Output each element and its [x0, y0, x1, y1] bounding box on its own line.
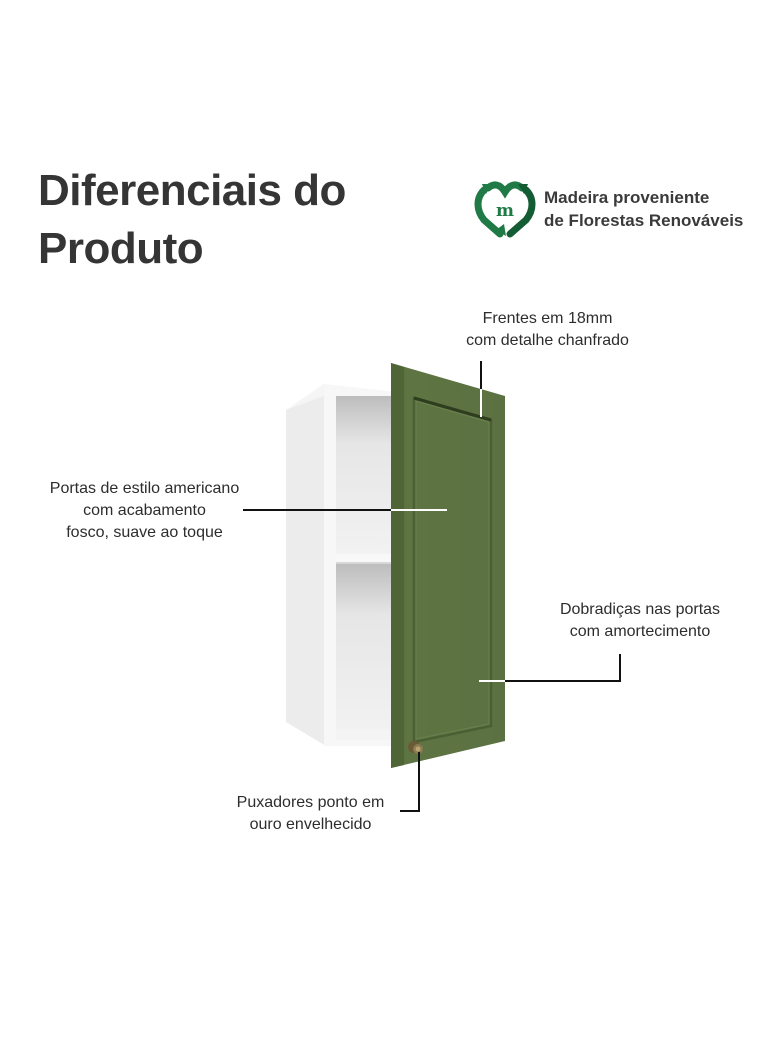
badge-text: Madeira proveniente de Florestas Renováv… [544, 186, 743, 232]
cabinet-inner-lower [336, 564, 395, 734]
callout-hinges-leader-vertical [619, 654, 621, 682]
callout-doors-leader-white [391, 509, 447, 511]
callout-doors-leader [243, 509, 391, 511]
callout-fronts: Frentes em 18mm com detalhe chanfrado [466, 310, 629, 349]
callout-handles: Puxadores ponto em ouro envelhecido [236, 794, 385, 833]
callout-fronts-leader [480, 361, 482, 389]
callout-hinges-leader [505, 680, 621, 682]
svg-text:m: m [496, 201, 514, 221]
callout-hinges: Dobradiças nas portas com amortecimento [559, 601, 721, 640]
cabinet-shelf [336, 554, 395, 564]
sustainability-badge: m Madeira proveniente de Florestas Renov… [474, 180, 743, 238]
callout-handles-leader-vertical [418, 752, 420, 812]
cabinet-side-panel [286, 384, 334, 746]
recycle-heart-m-icon: m [474, 181, 536, 238]
page-title: Diferenciais do Produto [38, 162, 346, 278]
callout-fronts-leader-white [480, 389, 482, 417]
badge-line-1: Madeira proveniente [544, 188, 710, 207]
callout-doors: Portas de estilo americano com acabament… [49, 480, 240, 541]
cabinet-door [391, 363, 505, 768]
title-line-1: Diferenciais do [38, 166, 346, 215]
cabinet-inner-upper [336, 396, 395, 556]
callout-handles-leader [400, 810, 420, 812]
badge-line-2: de Florestas Renováveis [544, 211, 744, 230]
callout-hinges-leader-white [479, 680, 505, 682]
title-line-2: Produto [38, 224, 204, 273]
